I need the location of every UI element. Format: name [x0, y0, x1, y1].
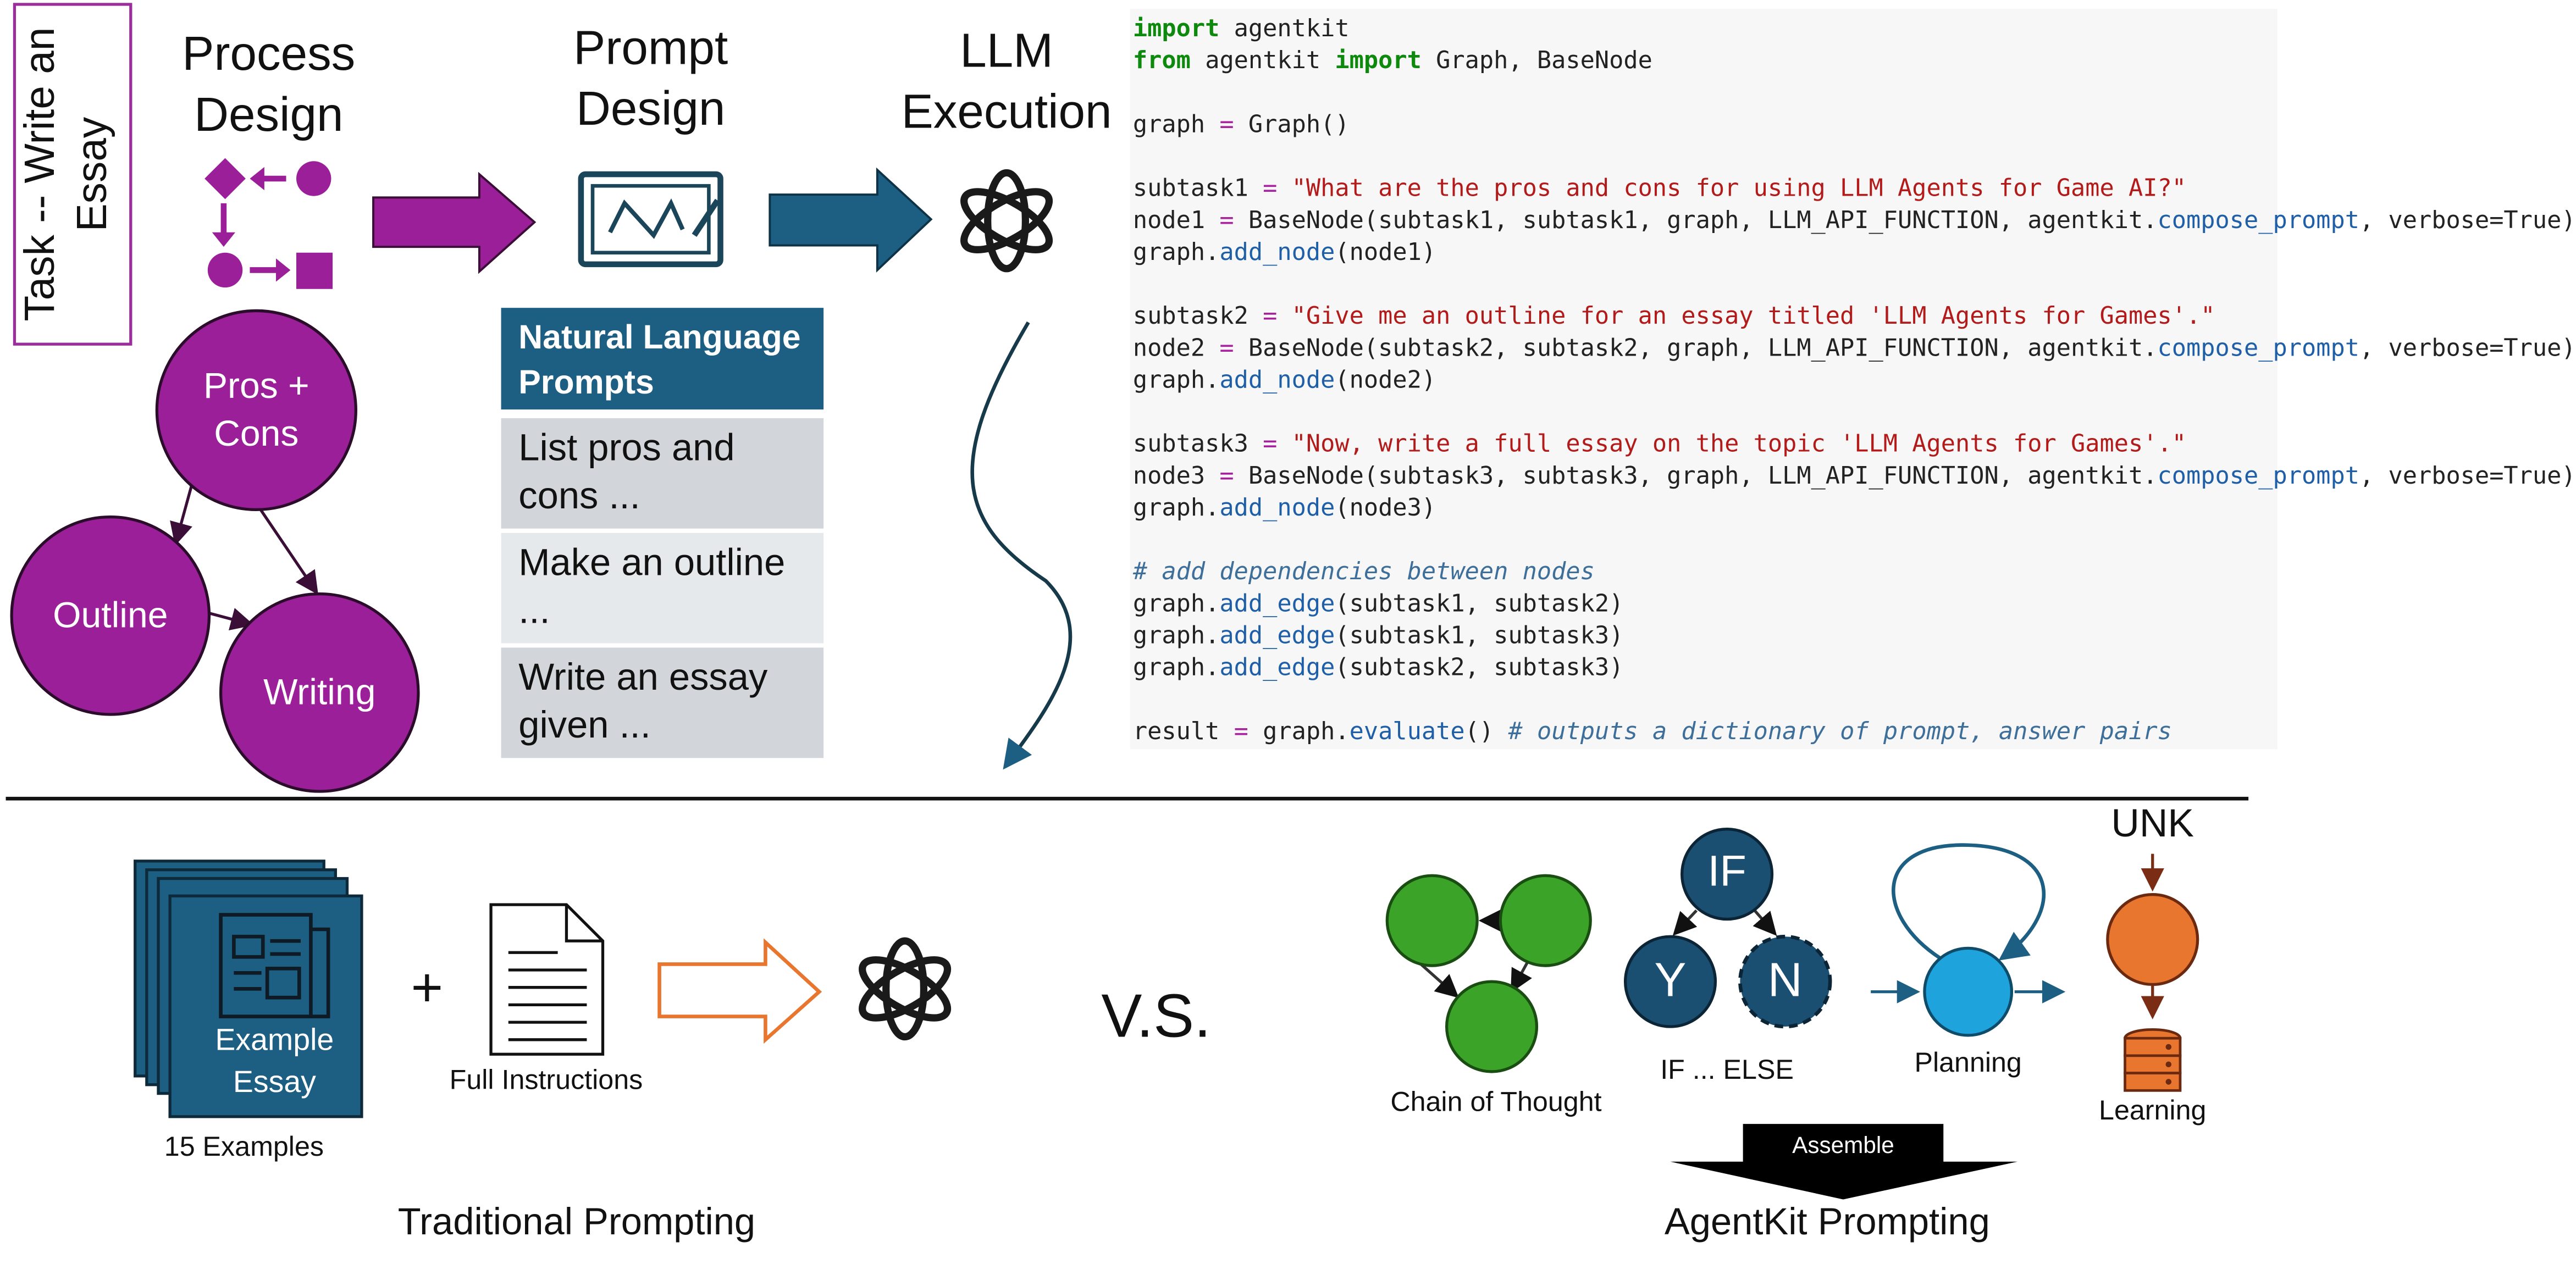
code-line: from agentkit import Graph, BaseNode: [1132, 46, 1652, 74]
if-else-label: IF ... ELSE: [1660, 1055, 1794, 1086]
example-essay-stack: [134, 860, 363, 1118]
traditional-prompting-title: Traditional Prompting: [397, 1199, 756, 1243]
versus-label: V.S.: [1101, 982, 1211, 1050]
traditional-arrow: [657, 938, 822, 1044]
examples-count-label: 15 Examples: [164, 1132, 324, 1163]
code-line: subtask3 = "Now, write a full essay on t…: [1132, 430, 2187, 458]
process-to-prompt-arrow: [372, 171, 537, 274]
planning-graph: [1871, 843, 2066, 1037]
code-line: graph = Graph(): [1132, 110, 1350, 138]
code-line: graph.add_edge(subtask1, subtask3): [1132, 621, 1624, 650]
document-icon: [489, 903, 605, 1056]
node-writing: Writing: [219, 592, 420, 793]
chain-of-thought-label: Chain of Thought: [1390, 1088, 1602, 1118]
code-line: result = graph.evaluate() # outputs a di…: [1132, 717, 2172, 745]
whiteboard-icon: [578, 171, 723, 268]
flowchart-icon: [204, 158, 333, 289]
prompt-item-pros-cons: List pros and cons ...: [501, 418, 824, 529]
plus-sign: +: [411, 958, 444, 1019]
diagram-graphics: [5, 158, 2249, 1200]
process-design-header: Process Design: [182, 26, 356, 141]
prompt-item-essay: Write an essay given ...: [501, 647, 824, 758]
no-node-label: N: [1767, 952, 1803, 1007]
database-icon: [2124, 1028, 2182, 1092]
learning-label: Learning: [2099, 1096, 2207, 1127]
llm-logo-icon: [960, 169, 1053, 273]
code-line: # add dependencies between nodes: [1132, 557, 1595, 585]
prompt-design-header: Prompt Design: [573, 20, 728, 135]
code-line: node2 = BaseNode(subtask2, subtask2, gra…: [1132, 334, 2576, 362]
agentkit-prompting-title: AgentKit Prompting: [1664, 1199, 1990, 1243]
chain-of-thought-graph: [1385, 874, 1592, 1073]
code-line: graph.add_node(node2): [1132, 365, 1436, 394]
example-essay-label: Example Essay: [215, 1023, 334, 1100]
llm-execution-header: LLM Execution: [901, 23, 1112, 138]
node-outline: Outline: [10, 515, 211, 716]
assemble-arrow: [1670, 1124, 2018, 1200]
prompt-item-outline: Make an outline ...: [501, 533, 824, 644]
code-panel: import agentkit from agentkit import Grap…: [1130, 8, 2576, 750]
if-else-graph: [1623, 828, 1832, 1029]
code-line: subtask2 = "Give me an outline for an es…: [1132, 302, 2215, 330]
code-line: graph.add_edge(subtask2, subtask3): [1132, 653, 1624, 681]
code-line: graph.add_node(node3): [1132, 494, 1436, 522]
code-line: import agentkit: [1132, 14, 1350, 42]
execution-curve-arrow: [970, 321, 1073, 770]
llm-logo-icon-bottom: [859, 937, 952, 1041]
code-line: graph.add_node(node1): [1132, 238, 1436, 266]
assemble-label: Assemble: [1792, 1134, 1894, 1159]
planning-label: Planning: [1914, 1048, 2022, 1079]
code-line: subtask1 = "What are the pros and cons f…: [1132, 174, 2187, 202]
node-pros-cons: Pros + Cons: [155, 309, 357, 512]
code-line: graph.add_edge(subtask1, subtask2): [1132, 589, 1624, 617]
yes-node-label: Y: [1654, 952, 1687, 1007]
if-node-label: IF: [1707, 848, 1746, 896]
learning-graph: [2106, 853, 2199, 1092]
code-line: node1 = BaseNode(subtask1, subtask1, gra…: [1132, 206, 2576, 234]
task-box: [13, 3, 132, 346]
prompt-to-llm-arrow: [769, 167, 933, 273]
code-line: node3 = BaseNode(subtask3, subtask3, gra…: [1132, 462, 2576, 490]
full-instructions-label: Full Instructions: [449, 1066, 643, 1096]
unk-label: UNK: [2111, 801, 2194, 845]
prompts-box-title: Natural Language Prompts: [501, 308, 824, 410]
